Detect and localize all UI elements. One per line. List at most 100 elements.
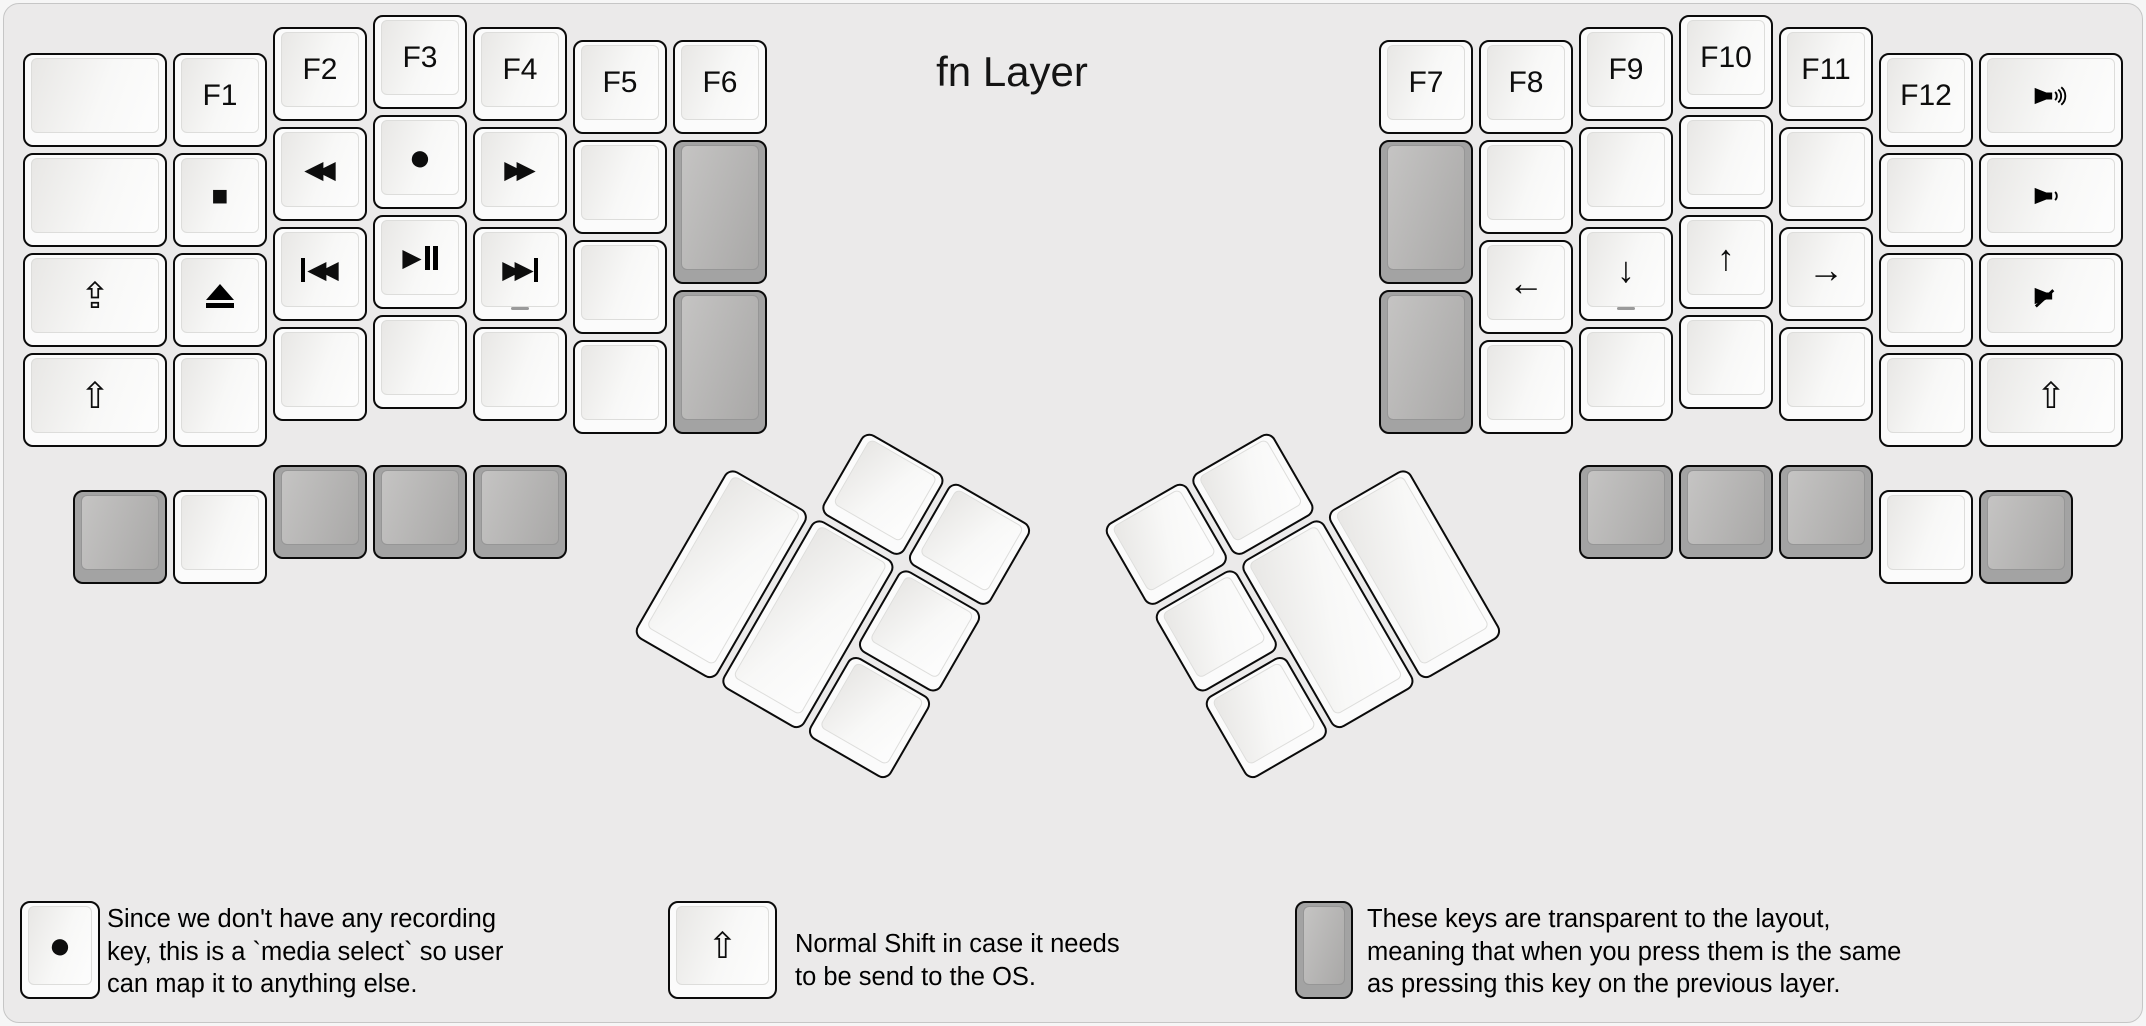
key-blank[interactable] [1479, 140, 1573, 234]
keycap-surface [1687, 320, 1765, 395]
keycap-legend: F11 [1801, 53, 1851, 86]
key-blank[interactable] [23, 53, 167, 147]
key-blank[interactable] [173, 353, 267, 447]
key-blank[interactable] [1879, 253, 1973, 347]
keycap-surface [1787, 132, 1865, 207]
key-f11[interactable]: F11 [1779, 27, 1873, 121]
key-caps-lock[interactable]: ⇪ [23, 253, 167, 347]
key-transparent[interactable] [473, 465, 567, 559]
key-transparent[interactable] [1579, 465, 1673, 559]
keycap-surface [1587, 32, 1665, 107]
keycap-legend: F8 [1508, 66, 1544, 99]
key-transparent[interactable] [1779, 465, 1873, 559]
key-volume-down[interactable] [1979, 153, 2123, 247]
key-f5[interactable]: F5 [573, 40, 667, 134]
key-media-prev-track[interactable]: ◀◀ [273, 227, 367, 321]
key-media-fast-forward[interactable]: ▶▶ [473, 127, 567, 221]
key-f4[interactable]: F4 [473, 27, 567, 121]
keycap-legend [1981, 255, 2121, 337]
keycap-legend: ↓ [1617, 249, 1635, 290]
key-blank[interactable] [1679, 115, 1773, 209]
key-f10[interactable]: F10 [1679, 15, 1773, 109]
keycap-legend: ⇧ [2035, 375, 2067, 416]
key-blank[interactable] [1479, 340, 1573, 434]
key-transparent[interactable] [1379, 140, 1473, 284]
keycap-legend: F9 [1608, 53, 1644, 86]
keycap-surface [1587, 232, 1665, 307]
key-media-eject[interactable] [173, 253, 267, 347]
legend-line: These keys are transparent to the layout… [1367, 905, 1831, 933]
keycap-legend: F4 [502, 53, 538, 86]
keycap-legend: ● [48, 925, 72, 967]
key-transparent[interactable] [73, 490, 167, 584]
keycap-legend [275, 467, 365, 549]
keycap-legend [1981, 492, 2071, 574]
key-blank[interactable] [273, 327, 367, 421]
key-media-next-track[interactable]: ▶▶ [473, 227, 567, 321]
keycap-legend: F2 [302, 53, 338, 86]
key-blank[interactable] [1879, 490, 1973, 584]
key-media-select-record[interactable]: ● [373, 115, 467, 209]
key-transparent[interactable] [1979, 490, 2073, 584]
keycap-legend [175, 492, 265, 574]
key-volume-mute[interactable] [1979, 253, 2123, 347]
key-f3[interactable]: F3 [373, 15, 467, 109]
key-blank[interactable] [1879, 153, 1973, 247]
key-f6[interactable]: F6 [673, 40, 767, 134]
keycap-legend [475, 467, 565, 549]
key-blank[interactable] [373, 315, 467, 409]
key-blank[interactable] [473, 327, 567, 421]
key-blank[interactable] [23, 153, 167, 247]
key-transparent[interactable] [373, 465, 467, 559]
keycap-surface [481, 232, 559, 307]
legend-line: to be send to the OS. [795, 962, 1036, 991]
key-blank[interactable] [573, 140, 667, 234]
key-media-stop[interactable]: ■ [173, 153, 267, 247]
key-arrow-left[interactable]: ← [1479, 240, 1573, 334]
key-f8[interactable]: F8 [1479, 40, 1573, 134]
key-transparent[interactable] [1379, 290, 1473, 434]
key-blank[interactable] [1779, 327, 1873, 421]
keycap-legend [1881, 355, 1971, 437]
keycap-surface [581, 45, 659, 120]
keycap-legend [1881, 155, 1971, 237]
key-blank[interactable] [573, 340, 667, 434]
key-shift[interactable]: ⇧ [1979, 353, 2123, 447]
keycap-legend [675, 142, 765, 274]
keycap-surface [181, 158, 259, 233]
key-transparent[interactable] [273, 465, 367, 559]
keycap-surface [1487, 45, 1565, 120]
key-f2[interactable]: F2 [273, 27, 367, 121]
key-blank[interactable] [1879, 353, 1973, 447]
keycap-legend [375, 317, 465, 399]
key-f1[interactable]: F1 [173, 53, 267, 147]
key-volume-up[interactable] [1979, 53, 2123, 147]
key-blank[interactable] [1579, 127, 1673, 221]
key-blank[interactable] [1679, 315, 1773, 409]
keycap-surface [381, 120, 459, 195]
key-transparent[interactable] [1679, 465, 1773, 559]
key-blank[interactable] [173, 490, 267, 584]
keycap-surface [1987, 495, 2065, 570]
key-blank[interactable] [1779, 127, 1873, 221]
key-transparent[interactable] [673, 140, 767, 284]
key-arrow-down[interactable]: ↓ [1579, 227, 1673, 321]
key-f12[interactable]: F12 [1879, 53, 1973, 147]
keycap-surface [1887, 258, 1965, 333]
keycap-surface [481, 332, 559, 407]
key-arrow-right[interactable]: → [1779, 227, 1873, 321]
key-media-play-pause[interactable]: ▶ [373, 215, 467, 309]
key-f7[interactable]: F7 [1379, 40, 1473, 134]
keycap-legend [575, 342, 665, 424]
keycap-surface [31, 158, 159, 233]
key-blank[interactable] [573, 240, 667, 334]
keycap-surface [281, 132, 359, 207]
key-transparent[interactable] [673, 290, 767, 434]
key-f9[interactable]: F9 [1579, 27, 1673, 121]
key-media-rewind[interactable]: ◀◀ [273, 127, 367, 221]
keycap-surface [1303, 906, 1345, 985]
keycap-legend [1781, 129, 1871, 211]
key-shift[interactable]: ⇧ [23, 353, 167, 447]
key-blank[interactable] [1579, 327, 1673, 421]
key-arrow-up[interactable]: ↑ [1679, 215, 1773, 309]
